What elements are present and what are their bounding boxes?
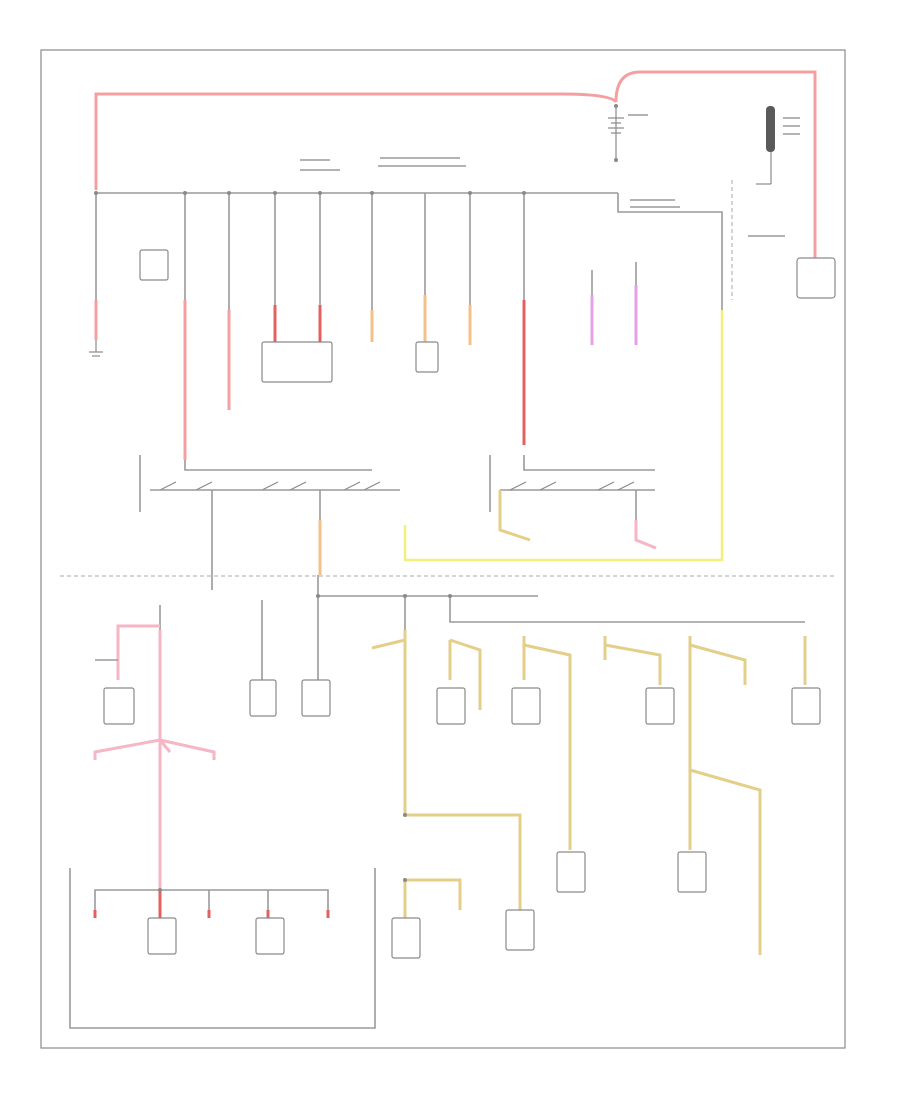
module-b — [261, 341, 333, 383]
bottom-left-group — [69, 868, 376, 1029]
switch-row-right — [489, 455, 657, 550]
starter-component — [796, 257, 836, 299]
top-labels — [300, 114, 800, 237]
bus-drops — [94, 193, 638, 460]
left-lower-branch — [93, 624, 216, 890]
top-components — [139, 249, 439, 383]
switch-row-left — [139, 455, 400, 575]
yellow-wire-loop — [403, 310, 724, 562]
main-feed-wires — [94, 70, 817, 310]
module-a — [139, 249, 169, 281]
left-lower-components — [103, 679, 331, 725]
fuse-icon — [756, 106, 775, 185]
ground-icon — [89, 340, 103, 357]
battery-icon — [608, 104, 624, 162]
splice-icon — [94, 191, 526, 892]
module-c — [415, 341, 439, 373]
middle-tan-branches — [371, 630, 821, 959]
diagram-border — [40, 49, 846, 1049]
lower-bus — [159, 575, 805, 680]
